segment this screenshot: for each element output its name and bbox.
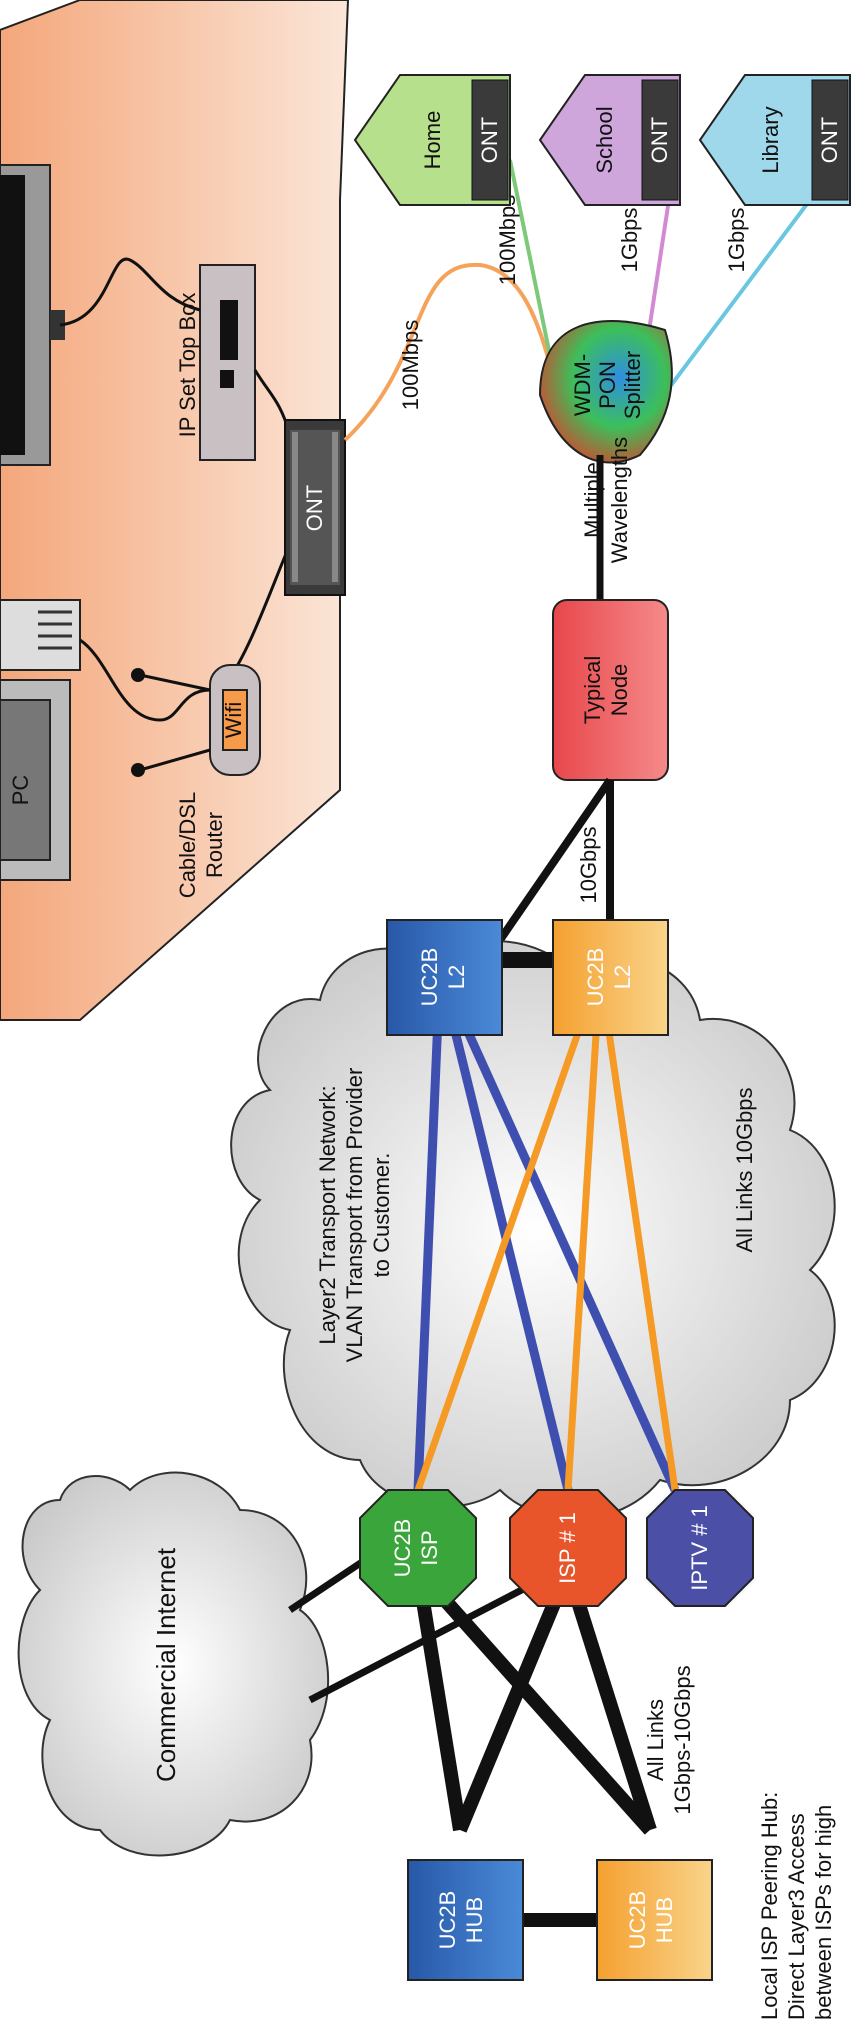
l2-switch-orange: UC2B L2	[552, 919, 669, 1036]
home-speed: 100Mbps	[495, 195, 520, 286]
router-label-2: Router	[202, 812, 227, 878]
tv-monitor	[0, 164, 65, 466]
l2-switch-blue: UC2B L2	[386, 919, 503, 1036]
splitter-label-3: Splitter	[620, 351, 645, 419]
provider-iptv-1: IPTV # 1	[646, 1489, 754, 1607]
transport-label-2: VLAN Transport from Provider	[342, 1068, 367, 1363]
hub-blue-label-1: UC2B	[435, 1891, 460, 1950]
router-label-1: Cable/DSL	[175, 792, 200, 898]
hub-orange-label-2: HUB	[652, 1897, 677, 1943]
node-speed: 10Gbps	[576, 826, 601, 903]
school-label: School	[592, 106, 617, 173]
internet-cloud	[17, 1471, 330, 1857]
customer-school: School ONT	[538, 74, 681, 206]
provider-uc2b-isp: UC2B ISP	[359, 1489, 477, 1607]
splitter-link-1: Multiple	[580, 462, 605, 538]
uc2b-isp-label-2: ISP	[417, 1530, 442, 1565]
node-label-2: Node	[607, 664, 632, 717]
l2-blue-label-1: UC2B	[417, 948, 442, 1007]
transport-note: All Links 10Gbps	[732, 1087, 757, 1252]
splitter-label-1: WDM-	[570, 354, 595, 416]
l2-orange-label-1: UC2B	[583, 948, 608, 1007]
hub-note-1: All Links	[643, 1699, 668, 1781]
home-label: Home	[420, 111, 445, 170]
isp-1-label: ISP # 1	[555, 1512, 580, 1584]
wdm-pon-splitter: WDM- PON Splitter	[538, 320, 673, 464]
hub-blue-label-2: HUB	[462, 1897, 487, 1943]
customer-home: Home ONT	[353, 74, 511, 206]
premises-area	[0, 0, 350, 1021]
library-label: Library	[758, 106, 783, 173]
premise-ont: ONT	[284, 419, 346, 596]
set-top-box	[199, 264, 256, 461]
wifi-label: Wifi	[221, 702, 246, 739]
home-ont-label: ONT	[477, 117, 502, 163]
uc2b-isp-label-1: UC2B	[390, 1519, 415, 1578]
pc-label: PC	[8, 775, 33, 806]
library-ont-label: ONT	[817, 117, 842, 163]
splitter-link-2: Wavelengths	[607, 437, 632, 563]
computer-monitor: PC	[0, 679, 71, 881]
school-ont-label: ONT	[647, 117, 672, 163]
transport-label-3: to Customer.	[369, 1153, 394, 1278]
splitter-label-2: PON	[595, 361, 620, 409]
provider-isp-1: ISP # 1	[509, 1489, 627, 1607]
internet-label: Commercial Internet	[151, 1547, 181, 1782]
router: Wifi	[131, 664, 261, 777]
typical-node: Typical Node	[552, 599, 669, 781]
hub-orange: UC2B HUB	[596, 1859, 713, 1981]
transport-label-1: Layer2 Transport Network:	[315, 1085, 340, 1344]
hub-blue: UC2B HUB	[407, 1859, 524, 1981]
stb-label: IP Set Top Box	[175, 293, 200, 438]
premise-speed: 100Mbps	[398, 320, 423, 411]
premise-ont-label: ONT	[302, 485, 327, 531]
library-speed: 1Gbps	[724, 208, 749, 273]
customer-library: Library ONT	[698, 74, 851, 206]
peering-note-3: between ISPs for high	[811, 1805, 836, 2020]
l2-orange-label-2: L2	[610, 965, 635, 989]
hub-note-2: 1Gbps-10Gbps	[670, 1665, 695, 1814]
peering-note-2: Direct Layer3 Access	[784, 1813, 809, 2020]
peering-note-1: Local ISP Peering Hub:	[757, 1792, 782, 2020]
computer-tower	[0, 599, 81, 671]
l2-blue-label-2: L2	[444, 965, 469, 989]
node-label-1: Typical	[580, 656, 605, 724]
iptv-1-label: IPTV # 1	[687, 1505, 712, 1591]
hub-orange-label-1: UC2B	[625, 1891, 650, 1950]
school-speed: 1Gbps	[617, 208, 642, 273]
